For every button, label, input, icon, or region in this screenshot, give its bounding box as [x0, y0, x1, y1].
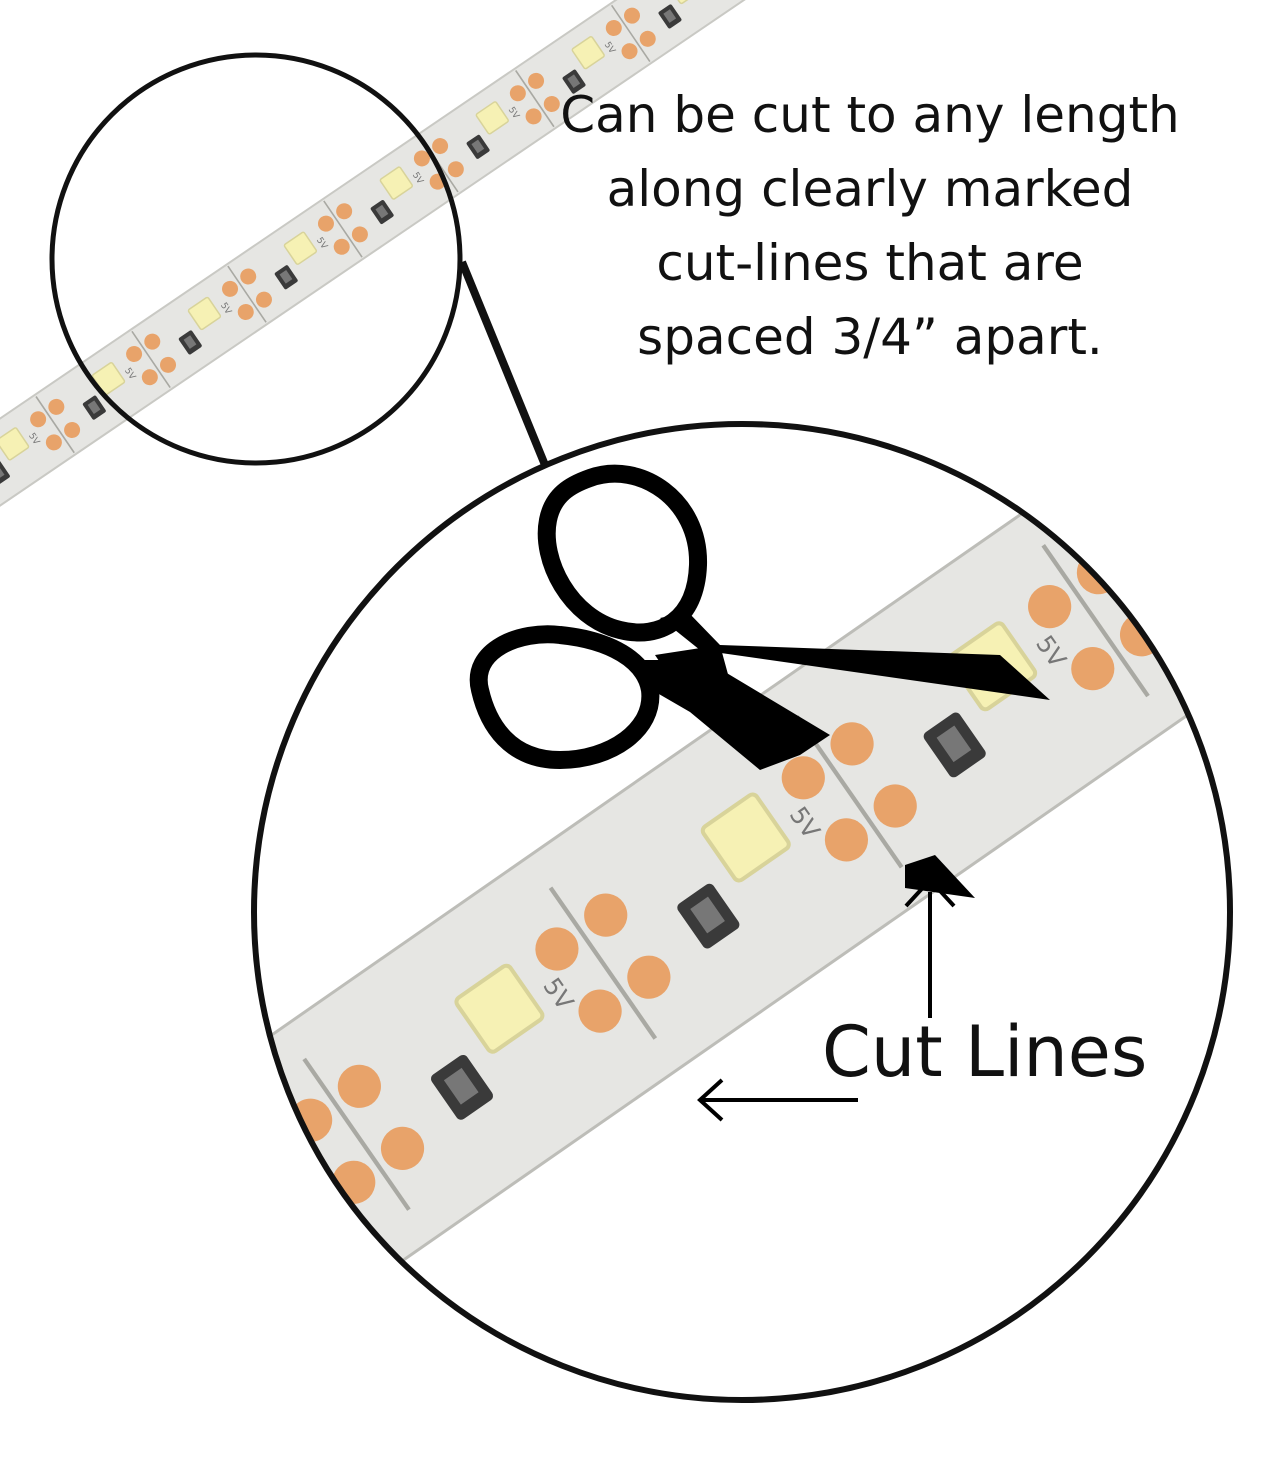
copper-pad — [30, 411, 47, 428]
resistor-label — [0, 465, 5, 480]
copper-pad — [34, 1261, 94, 1321]
arrow-up-icon — [904, 877, 956, 1018]
copper-pad — [45, 434, 62, 451]
cut-line — [35, 396, 75, 454]
cut-line — [323, 200, 363, 258]
resistor-label — [936, 725, 972, 763]
magnifier-circle-small — [49, 52, 463, 466]
copper-pad — [781, 756, 825, 800]
cut-line — [131, 330, 171, 389]
feature-caption: Can be cut to any length along clearly m… — [520, 78, 1220, 374]
copper-pad — [432, 138, 449, 155]
copper-pad — [141, 369, 158, 386]
arrow-left-icon — [697, 1078, 858, 1122]
resistor — [183, 1224, 249, 1293]
cut-line — [515, 70, 555, 128]
copper-pad — [528, 72, 545, 89]
copper-pad — [1071, 647, 1115, 691]
magnifier-connector-line — [458, 260, 549, 467]
copper-pad — [333, 238, 350, 255]
magnifier-circle-large — [251, 421, 1233, 1403]
copper-pad — [873, 784, 917, 828]
copper-pad — [623, 7, 640, 24]
copper-pad — [222, 280, 239, 297]
caption-line-2: along clearly marked — [606, 160, 1134, 218]
copper-pad — [509, 85, 526, 102]
copper-pad — [337, 1064, 381, 1108]
cut-lines-label: Cut Lines — [822, 1011, 1148, 1093]
copper-pad — [126, 1290, 186, 1350]
copper-pad — [317, 215, 334, 232]
led-chip — [1193, 450, 1230, 541]
led-chip — [700, 792, 791, 883]
copper-pad — [77, 1323, 137, 1383]
copper-pad — [380, 1126, 425, 1171]
led-chip — [0, 427, 30, 461]
led-chip — [187, 296, 222, 331]
copper-pad — [144, 333, 161, 350]
copper-pad — [627, 955, 671, 999]
copper-pad — [240, 268, 257, 285]
copper-pad — [525, 108, 542, 125]
resistor-label — [183, 335, 197, 349]
copper-pad — [824, 818, 869, 862]
copper-pad — [255, 291, 272, 308]
copper-pad — [1266, 405, 1283, 465]
copper-pad — [1028, 584, 1072, 629]
resistor — [1170, 541, 1230, 607]
resistor-label — [567, 74, 581, 89]
led-chip — [283, 231, 318, 265]
resistor — [0, 460, 10, 485]
cut-line — [1041, 544, 1150, 698]
led-chip — [571, 36, 605, 70]
resistor-label — [1182, 554, 1218, 591]
resistor-label — [443, 1067, 479, 1105]
copper-pad — [830, 722, 874, 766]
strip-segment: 5V+– — [535, 746, 869, 1040]
copper-pad — [83, 1227, 143, 1287]
copper-pad — [126, 346, 143, 363]
polarity-minus-marking: – — [1279, 404, 1283, 437]
copper-pad — [237, 303, 254, 320]
copper-pad — [578, 989, 622, 1033]
caption-line-3: cut-lines that are — [656, 234, 1084, 292]
cut-line — [302, 1057, 411, 1211]
led-chip — [454, 963, 545, 1054]
cut-line — [610, 4, 651, 62]
resistor-label — [375, 204, 389, 219]
resistor-label — [690, 896, 725, 934]
copper-pad — [64, 422, 81, 439]
resistor-label — [198, 1239, 233, 1276]
resistor-label — [663, 9, 677, 23]
copper-pad — [543, 96, 560, 113]
caption-line-4: spaced 3/4” apart. — [637, 308, 1103, 366]
copper-pad — [336, 203, 353, 220]
copper-pad — [584, 893, 628, 937]
copper-pad — [447, 161, 464, 178]
led-chip — [254, 1134, 299, 1225]
copper-pad — [160, 356, 177, 373]
resistor-label — [471, 139, 485, 154]
cut-line — [548, 886, 658, 1040]
copper-pad — [351, 226, 368, 243]
voltage-marking: 5V — [1277, 459, 1283, 502]
copper-pad — [413, 150, 430, 167]
copper-pad — [621, 43, 638, 60]
copper-pad — [48, 398, 65, 415]
copper-pad — [639, 30, 656, 47]
strip-segment: 5V+– — [605, 0, 701, 62]
copper-pad — [535, 927, 579, 971]
resistor-label — [87, 400, 101, 415]
led-chip — [379, 166, 413, 200]
strip-segment: 5V+– — [1247, 207, 1283, 554]
cut-line — [227, 265, 267, 323]
led-chip — [475, 101, 509, 135]
caption-line-1: Can be cut to any length — [560, 86, 1180, 144]
resistor-label — [279, 270, 293, 284]
cut-line — [58, 1230, 163, 1381]
copper-pad — [605, 20, 622, 37]
